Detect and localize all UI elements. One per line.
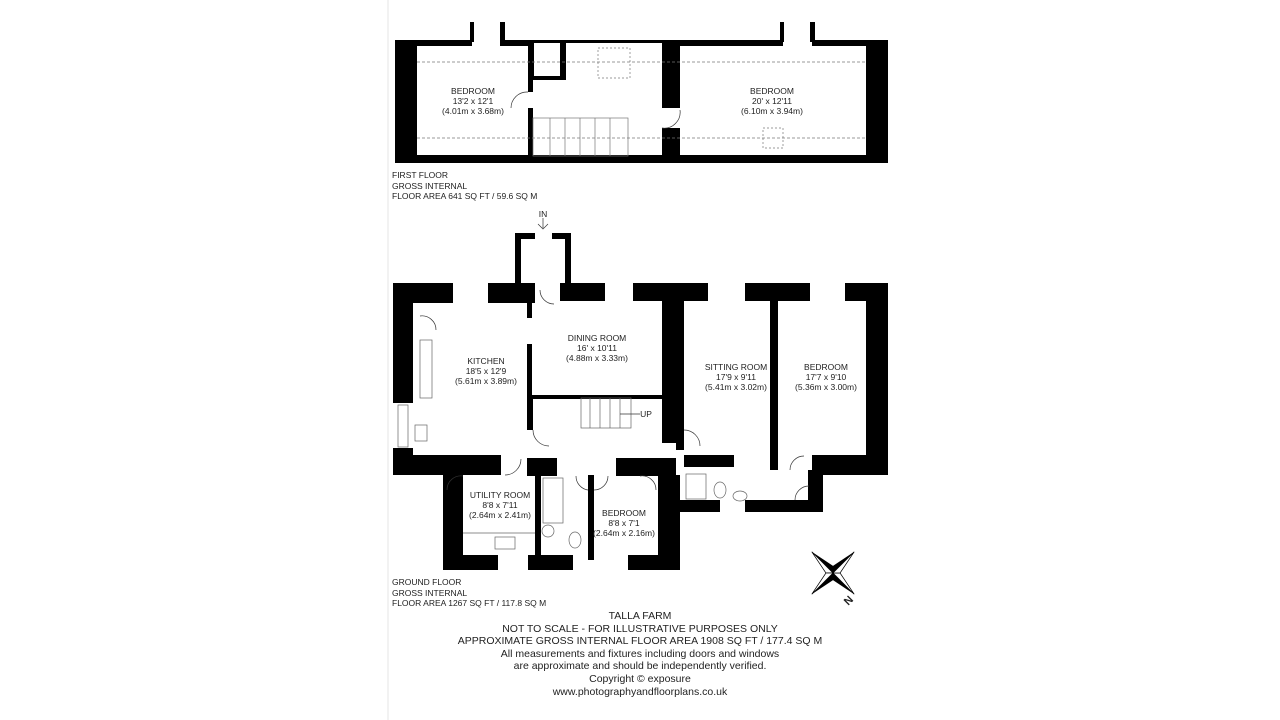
stairs-up-label: UP <box>640 409 652 419</box>
first-floor-details <box>417 47 866 157</box>
property-name: TALLA FARM <box>608 610 672 622</box>
scale-disclaimer: NOT TO SCALE - FOR ILLUSTRATIVE PURPOSES… <box>502 622 778 635</box>
total-floor-area: APPROXIMATE GROSS INTERNAL FLOOR AREA 19… <box>457 635 823 648</box>
measurement-disclaimer-1: All measurements and fixtures including … <box>500 647 780 660</box>
compass-rose-icon <box>811 551 855 595</box>
first-floor-walls <box>395 22 888 163</box>
website: www.photographyandfloorplans.co.uk <box>552 685 728 698</box>
copyright: Copyright © exposure <box>589 672 691 685</box>
entrance-label: IN <box>538 209 548 219</box>
plan-footer: TALLA FARM NOT TO SCALE - FOR ILLUSTRATI… <box>458 610 823 698</box>
ground-floor-walls <box>393 233 888 570</box>
ground-floor-details <box>397 218 810 550</box>
measurement-disclaimer-2: are approximate and should be independen… <box>513 660 767 673</box>
